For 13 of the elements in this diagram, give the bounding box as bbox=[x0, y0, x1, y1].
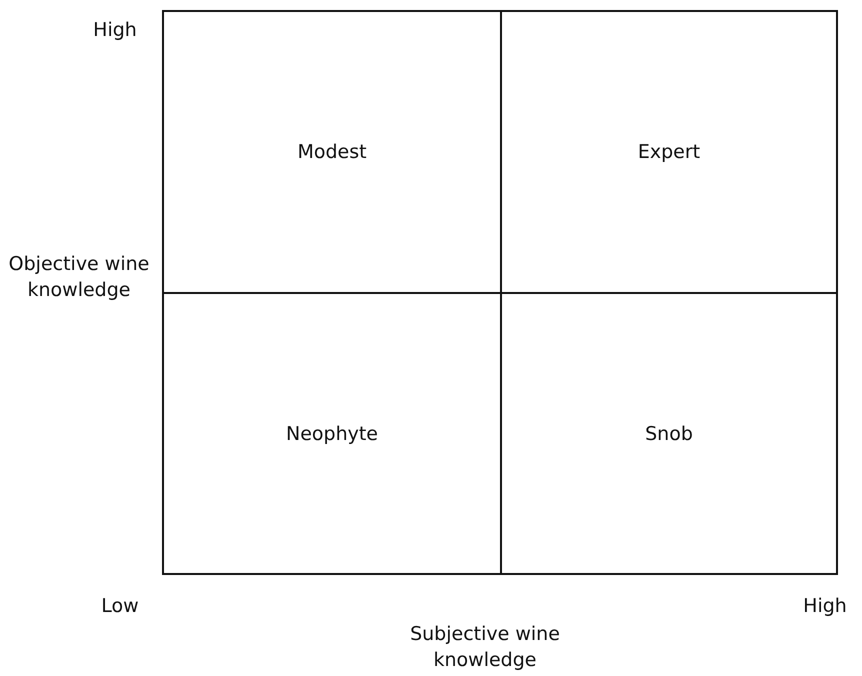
quadrant-box bbox=[500, 10, 838, 294]
quadrant-label: Neophyte bbox=[286, 422, 378, 444]
axis-tick-label: High bbox=[92, 18, 138, 43]
quadrant-label: Snob bbox=[645, 422, 693, 444]
quadrant-box bbox=[162, 10, 502, 294]
quadrant-box bbox=[500, 292, 838, 575]
quadrant-label: Expert bbox=[638, 141, 700, 163]
axis-title: Objective wine knowledge bbox=[8, 252, 150, 303]
axis-tick-label: Low bbox=[100, 594, 140, 619]
quadrant-box bbox=[162, 292, 502, 575]
axis-title: Subjective wine knowledge bbox=[409, 622, 561, 673]
quadrant-label: Modest bbox=[297, 141, 367, 163]
axis-tick-label: High bbox=[802, 594, 848, 619]
